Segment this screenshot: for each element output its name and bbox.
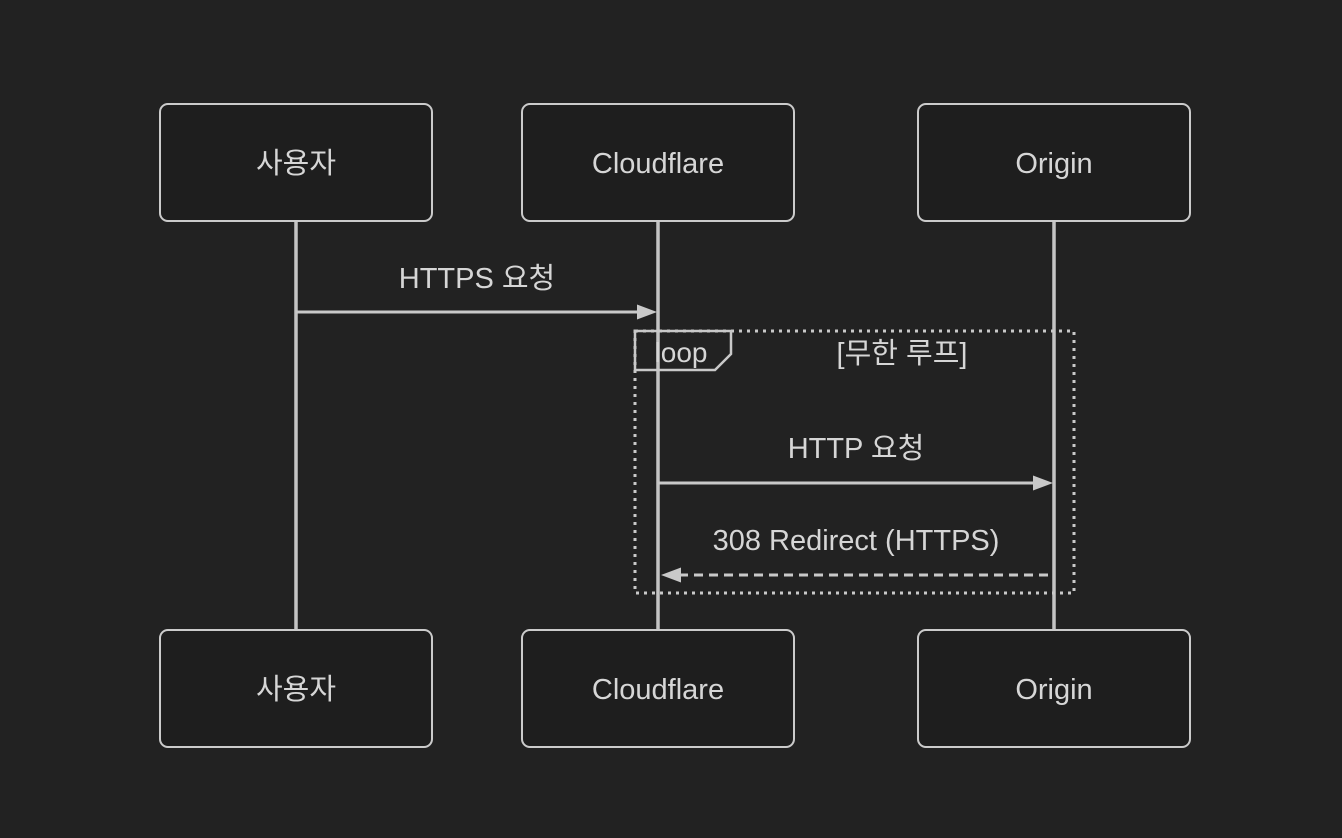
actor-label: Origin xyxy=(1015,148,1092,180)
message-label-http-request: HTTP 요청 xyxy=(788,433,925,465)
loop-keyword: loop xyxy=(655,337,708,368)
actor-label: Origin xyxy=(1015,674,1092,706)
message-label-308-redirect: 308 Redirect (HTTPS) xyxy=(713,525,1000,557)
actor-bottom-cloudflare: Cloudflare xyxy=(521,629,795,748)
actor-box xyxy=(521,629,795,748)
actor-top-cloudflare: Cloudflare xyxy=(521,103,795,222)
actor-label: Cloudflare xyxy=(592,674,724,706)
arrowhead-right-icon xyxy=(637,304,657,320)
actor-top-user: 사용자 xyxy=(159,103,433,222)
message-label-https-request: HTTPS 요청 xyxy=(399,263,555,295)
actor-box xyxy=(521,103,795,222)
actor-label: 사용자 xyxy=(256,148,336,180)
loop-frame xyxy=(633,329,1076,595)
actor-label: Cloudflare xyxy=(592,148,724,180)
arrowhead-left-icon xyxy=(661,567,681,583)
actor-box xyxy=(159,103,433,222)
actor-box xyxy=(917,103,1191,222)
actor-box xyxy=(917,629,1191,748)
actor-label: 사용자 xyxy=(256,674,336,706)
actor-bottom-origin: Origin xyxy=(917,629,1191,748)
actor-bottom-user: 사용자 xyxy=(159,629,433,748)
loop-title: [무한 루프] xyxy=(837,338,968,370)
actor-top-origin: Origin xyxy=(917,103,1191,222)
actor-box xyxy=(159,629,433,748)
arrowhead-right-icon xyxy=(1033,475,1053,491)
loop-label-box xyxy=(633,329,733,372)
